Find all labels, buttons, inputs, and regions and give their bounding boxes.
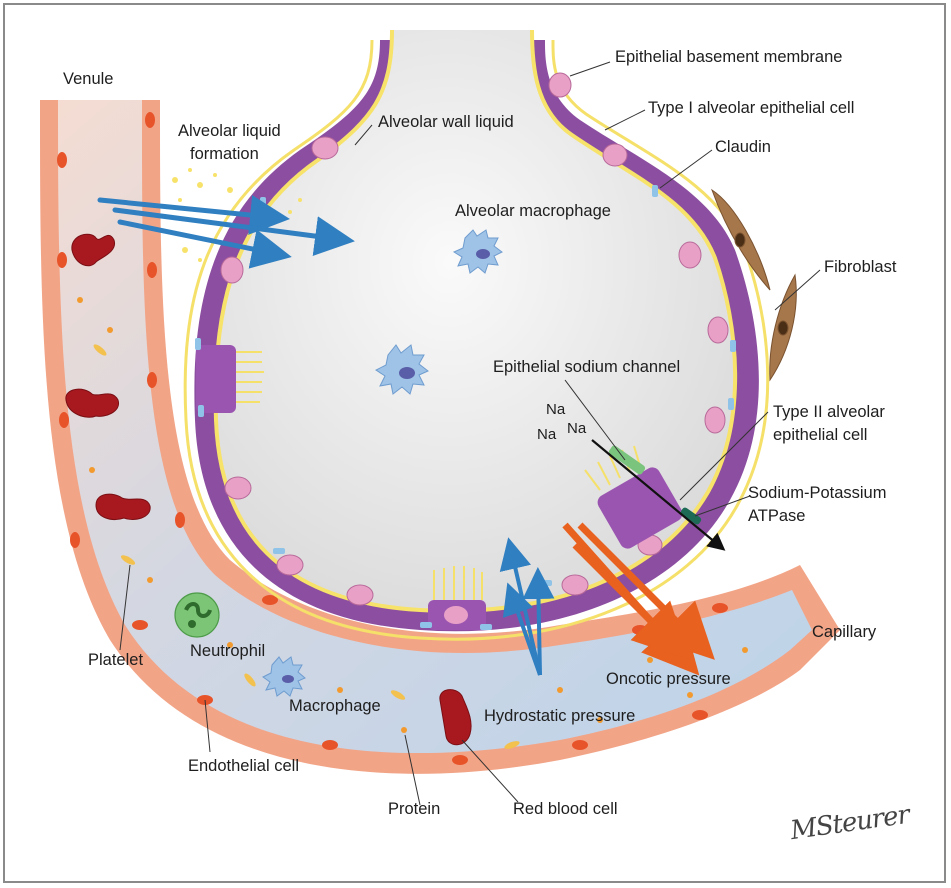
label-type2-cell-line2: epithelial cell (773, 426, 867, 445)
label-protein: Protein (388, 800, 440, 819)
label-alveolar-liquid-formation-line1: Alveolar liquid (178, 122, 281, 141)
label-endothelial-cell: Endothelial cell (188, 757, 299, 776)
label-na-2: Na (537, 425, 556, 444)
label-epithelial-basement-membrane: Epithelial basement membrane (615, 48, 842, 67)
label-na-k-atpase-line1: Sodium-Potassium (748, 484, 886, 503)
label-platelet: Platelet (88, 651, 143, 670)
label-oncotic-pressure: Oncotic pressure (606, 670, 731, 689)
label-capillary: Capillary (812, 623, 876, 642)
label-venule: Venule (63, 70, 113, 89)
label-type1-cell: Type I alveolar epithelial cell (648, 99, 854, 118)
label-na-3: Na (567, 419, 586, 438)
label-epithelial-sodium-channel: Epithelial sodium channel (493, 358, 680, 377)
label-hydrostatic-pressure: Hydrostatic pressure (484, 707, 635, 726)
label-claudin: Claudin (715, 138, 771, 157)
label-neutrophil: Neutrophil (190, 642, 265, 661)
label-fibroblast: Fibroblast (824, 258, 896, 277)
neutrophil-cell (175, 593, 219, 637)
label-macrophage: Macrophage (289, 697, 381, 716)
label-na-1: Na (546, 400, 565, 419)
label-type2-cell-line1: Type II alveolar (773, 403, 885, 422)
label-red-blood-cell: Red blood cell (513, 800, 618, 819)
label-alveolar-liquid-formation-line2: formation (190, 145, 259, 164)
label-alveolar-wall-liquid: Alveolar wall liquid (378, 113, 514, 132)
label-alveolar-macrophage: Alveolar macrophage (455, 202, 611, 221)
label-na-k-atpase-line2: ATPase (748, 507, 805, 526)
